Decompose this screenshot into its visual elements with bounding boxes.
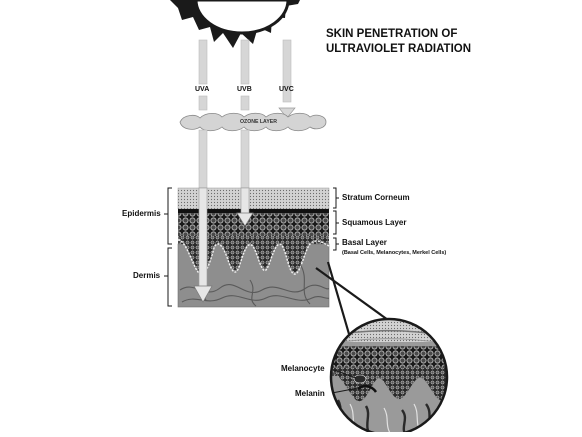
magnifier-lines bbox=[315, 261, 389, 335]
uvb-label: UVB bbox=[237, 86, 252, 93]
uvb-arrowhead bbox=[236, 212, 254, 227]
uvc-label: UVC bbox=[279, 86, 294, 93]
basal-layer-line bbox=[177, 239, 330, 275]
uvc-beam-upper bbox=[282, 39, 292, 103]
uvb-beam-upper bbox=[240, 39, 250, 85]
title-line-1: SKIN PENETRATION OF bbox=[326, 28, 458, 40]
epidermis-bracket bbox=[164, 187, 172, 245]
title-line-2: ULTRAVIOLET RADIATION bbox=[326, 43, 472, 55]
stratum-bracket bbox=[333, 187, 339, 209]
melanocyte-cell bbox=[353, 374, 367, 384]
uvc-arrowhead bbox=[278, 107, 296, 119]
dermis-bracket bbox=[164, 247, 172, 307]
uv-rays bbox=[198, 39, 296, 119]
epidermis-label: Epidermis bbox=[122, 209, 161, 218]
rete-ridges bbox=[178, 236, 329, 273]
uva-beam-lower bbox=[198, 129, 208, 189]
basal-bracket bbox=[333, 237, 339, 251]
uva-beam-upper bbox=[198, 39, 208, 85]
brackets bbox=[164, 187, 339, 307]
diagram-title: SKIN PENETRATION OF ULTRAVIOLET RADIATIO… bbox=[326, 27, 471, 57]
squamous-bracket bbox=[333, 210, 339, 235]
basal-cells-label: (Basal Cells, Melanocytes, Merkel Cells) bbox=[342, 250, 447, 256]
uva-label: UVA bbox=[195, 86, 210, 93]
stratum-corneum-label: Stratum Corneum bbox=[342, 193, 410, 202]
ozone-layer-label: OZONE LAYER bbox=[240, 119, 277, 125]
uvb-beam-lower bbox=[240, 129, 250, 189]
melanin-granules bbox=[357, 384, 378, 393]
basal-layer-label: Basal Layer bbox=[342, 238, 387, 247]
dermis-label: Dermis bbox=[133, 271, 161, 280]
melanocyte-label: Melanocyte bbox=[281, 364, 325, 373]
pointer-lines bbox=[331, 369, 359, 394]
melanin-label: Melanin bbox=[295, 389, 325, 398]
uva-arrowhead bbox=[193, 285, 213, 303]
sun bbox=[170, 0, 300, 48]
ozone-layer bbox=[179, 112, 327, 132]
skin-block bbox=[177, 187, 330, 308]
squamous-layer-label: Squamous Layer bbox=[342, 218, 407, 227]
